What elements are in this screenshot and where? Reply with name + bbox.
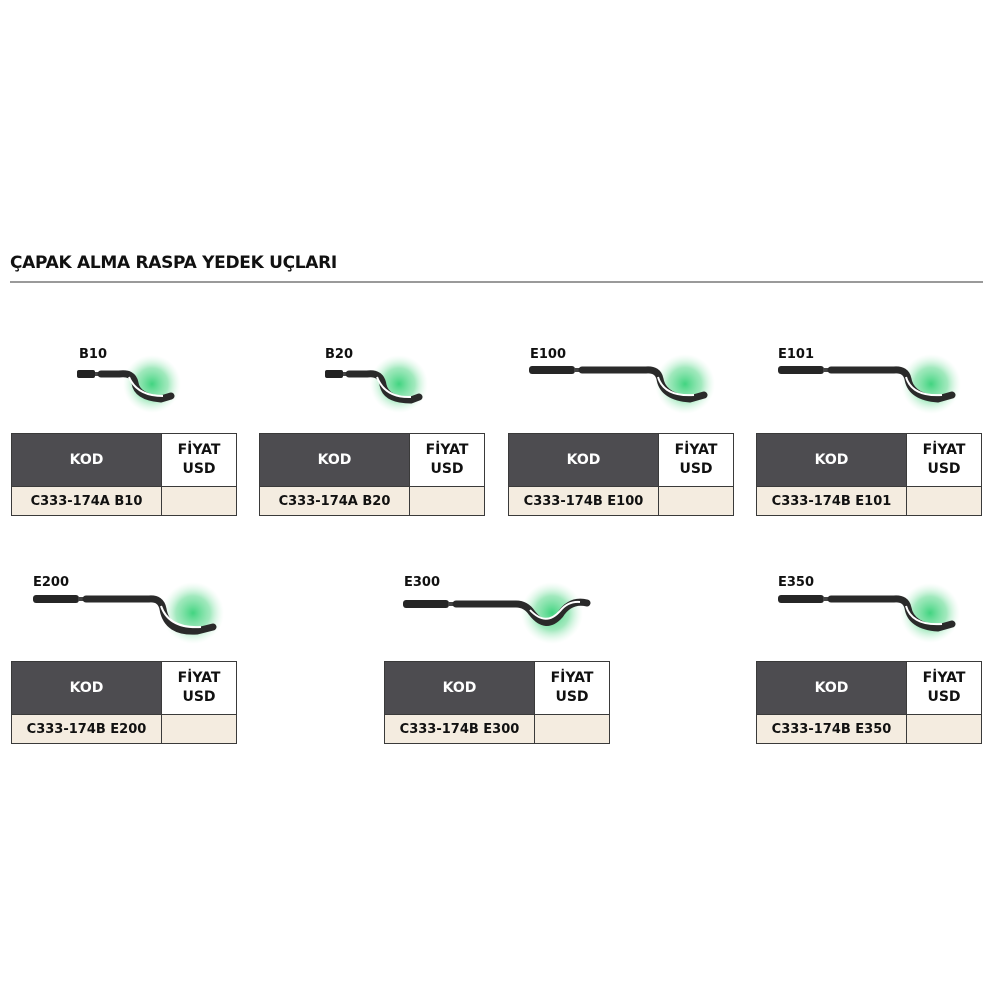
price-table: KOD FİYAT USD C333-174A B20 [259,433,485,516]
product-code: C333-174A B20 [260,486,409,515]
product-code: C333-174B E200 [12,714,161,743]
product-code: C333-174A B10 [12,486,161,515]
product-label: B10 [79,347,107,362]
code-header: KOD [757,434,906,486]
price-table: KOD FİYAT USD C333-174B E300 [384,661,610,744]
deburring-blade-image [325,355,428,413]
product-label: E101 [778,347,815,362]
price-header: FİYAT USD [658,434,733,486]
code-header: KOD [757,662,906,714]
product-label: E300 [404,575,441,590]
product-price [161,486,236,515]
deburring-blade-image [778,354,961,414]
product-price [906,486,981,515]
product-code: C333-174B E350 [757,714,906,743]
product-price [906,714,981,743]
price-table: KOD FİYAT USD C333-174B E101 [756,433,982,516]
price-table: KOD FİYAT USD C333-174B E350 [756,661,982,744]
price-table: KOD FİYAT USD C333-174B E200 [11,661,237,744]
product-label: E350 [778,575,815,590]
product-price [534,714,609,743]
deburring-blade-image [529,354,715,414]
product-label: E200 [33,575,70,590]
product-label: E100 [530,347,567,362]
product-price [658,486,733,515]
product-code: C333-174B E300 [385,714,534,743]
product-label: B20 [325,347,353,362]
deburring-blade-image [778,583,960,643]
code-header: KOD [260,434,409,486]
code-header: KOD [12,662,161,714]
price-header: FİYAT USD [534,662,609,714]
price-header: FİYAT USD [906,662,981,714]
product-code: C333-174B E101 [757,486,906,515]
product-price [409,486,484,515]
price-header: FİYAT USD [409,434,484,486]
code-header: KOD [509,434,658,486]
page-title: ÇAPAK ALMA RASPA YEDEK UÇLARI [10,253,337,273]
price-header: FİYAT USD [906,434,981,486]
code-header: KOD [12,434,161,486]
price-header: FİYAT USD [161,434,236,486]
deburring-blade-image [403,582,591,644]
price-table: KOD FİYAT USD C333-174B E100 [508,433,734,516]
deburring-blade-image [33,582,224,644]
price-table: KOD FİYAT USD C333-174A B10 [11,433,237,516]
product-code: C333-174B E100 [509,486,658,515]
product-price [161,714,236,743]
code-header: KOD [385,662,534,714]
price-header: FİYAT USD [161,662,236,714]
deburring-blade-image [77,355,181,413]
title-divider [10,281,983,283]
